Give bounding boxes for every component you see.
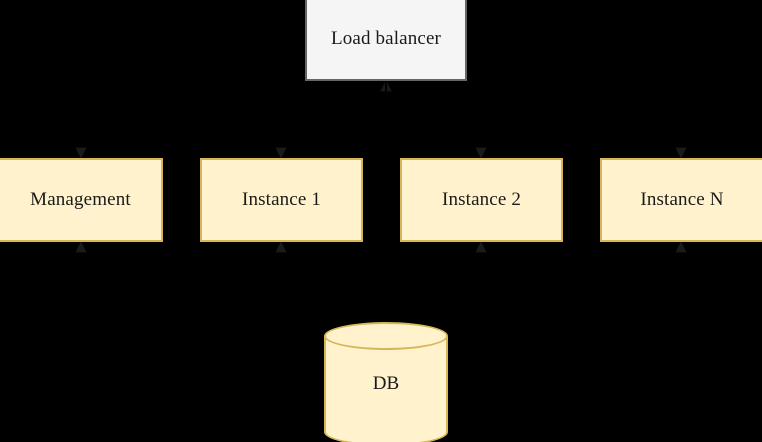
edge-management-db xyxy=(75,241,387,322)
db-cylinder-top xyxy=(324,322,448,350)
node-instance-2-label: Instance 2 xyxy=(441,188,522,210)
node-instance-n-label: Instance N xyxy=(640,188,724,210)
node-db[interactable]: DB xyxy=(324,322,448,442)
edge-instance-1-db xyxy=(275,241,387,322)
edge-lb-instance-n xyxy=(385,81,687,159)
node-instance-1-label: Instance 1 xyxy=(241,188,322,210)
node-load-balancer-label: Load balancer xyxy=(330,27,442,49)
node-db-label: DB xyxy=(372,373,400,394)
node-instance-n[interactable]: Instance N xyxy=(600,158,762,242)
node-instance-2[interactable]: Instance 2 xyxy=(400,158,563,242)
edge-lb-instance-2 xyxy=(385,81,487,159)
node-management-label: Management xyxy=(30,188,131,210)
edge-instance-n-db xyxy=(380,241,687,333)
edge-instance-2-db xyxy=(385,241,487,322)
edge-lb-management xyxy=(75,80,392,159)
edge-lb-instance-1 xyxy=(275,81,387,159)
node-load-balancer[interactable]: Load balancer xyxy=(305,0,467,81)
node-management[interactable]: Management xyxy=(0,158,163,242)
node-instance-1[interactable]: Instance 1 xyxy=(200,158,363,242)
db-cylinder-body xyxy=(324,336,448,432)
